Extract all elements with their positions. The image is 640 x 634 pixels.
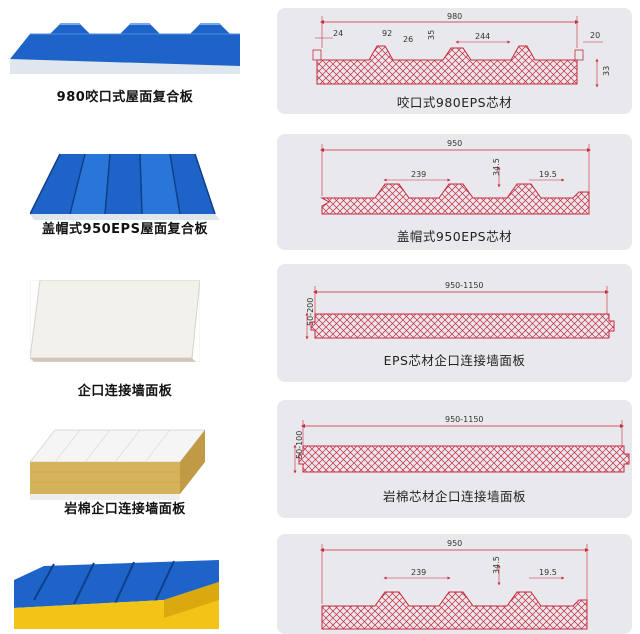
dim-b-1: 92 [382,29,392,38]
product-image-2 [30,144,220,220]
diagram-card-1: 980 24 92 26 35 244 20 33 咬口式980EPS芯材 [277,8,632,114]
product-image-1 [10,14,240,74]
dim-c-2: 19.5 [539,170,557,179]
dim-thickness-3: 50-200 [306,298,315,326]
profile-diagram-4: 950-1150 50-100 [293,415,630,474]
product-caption-3: 企口连接墙面板 [77,384,173,399]
diagram-caption-3: EPS芯材企口连接墙面板 [383,353,526,368]
diagram-card-4: 950-1150 50-100 岩棉芯材企口连接墙面板 [277,400,632,518]
dim-thickness-4: 50-100 [295,431,304,459]
diagram-card-3: 950-1150 50-200 EPS芯材企口连接墙面板 [277,264,632,382]
dim-g-1: 33 [602,66,611,76]
dim-b-5: 34.5 [492,556,501,574]
product-caption-2: 盖帽式950EPS屋面复合板 [42,222,208,237]
diagram-caption-4: 岩棉芯材企口连接墙面板 [382,489,526,504]
profile-diagram-3: 950-1150 50-200 [305,281,615,340]
dim-total-1: 980 [447,12,462,21]
dim-width-4: 950-1150 [445,415,484,424]
profile-diagram-5: 950 239 34.5 19.5 [320,539,589,630]
product-image-4 [30,420,205,500]
diagram-card-2: 950 239 34.5 19.5 盖帽式950EPS芯材 [277,134,632,250]
dim-total-5: 950 [447,539,462,548]
dim-f-1: 20 [590,31,600,40]
profile-diagram-1: 980 24 92 26 35 244 20 33 [312,12,611,88]
dim-e-1: 244 [475,32,490,41]
diagram-caption-2: 盖帽式950EPS芯材 [396,229,513,244]
product-caption-4: 岩棉企口连接墙面板 [64,502,186,517]
profile-diagram-2: 950 239 34.5 19.5 [320,139,591,215]
product-image-5 [14,560,219,629]
dim-b-2: 34.5 [492,158,501,176]
dim-a-5: 239 [411,568,426,577]
diagram-card-5: 950 239 34.5 19.5 [277,534,632,634]
product-image-3 [30,280,200,362]
dim-total-2: 950 [447,139,462,148]
dim-c-5: 19.5 [539,568,557,577]
product-caption-1: 980咬口式屋面复合板 [56,90,194,105]
diagram-caption-1: 咬口式980EPS芯材 [396,95,513,110]
dim-c-1: 26 [403,35,413,44]
dim-a-1: 24 [333,29,343,38]
dim-a-2: 239 [411,170,426,179]
dim-width-3: 950-1150 [445,281,484,290]
dim-d-1: 35 [427,30,436,40]
